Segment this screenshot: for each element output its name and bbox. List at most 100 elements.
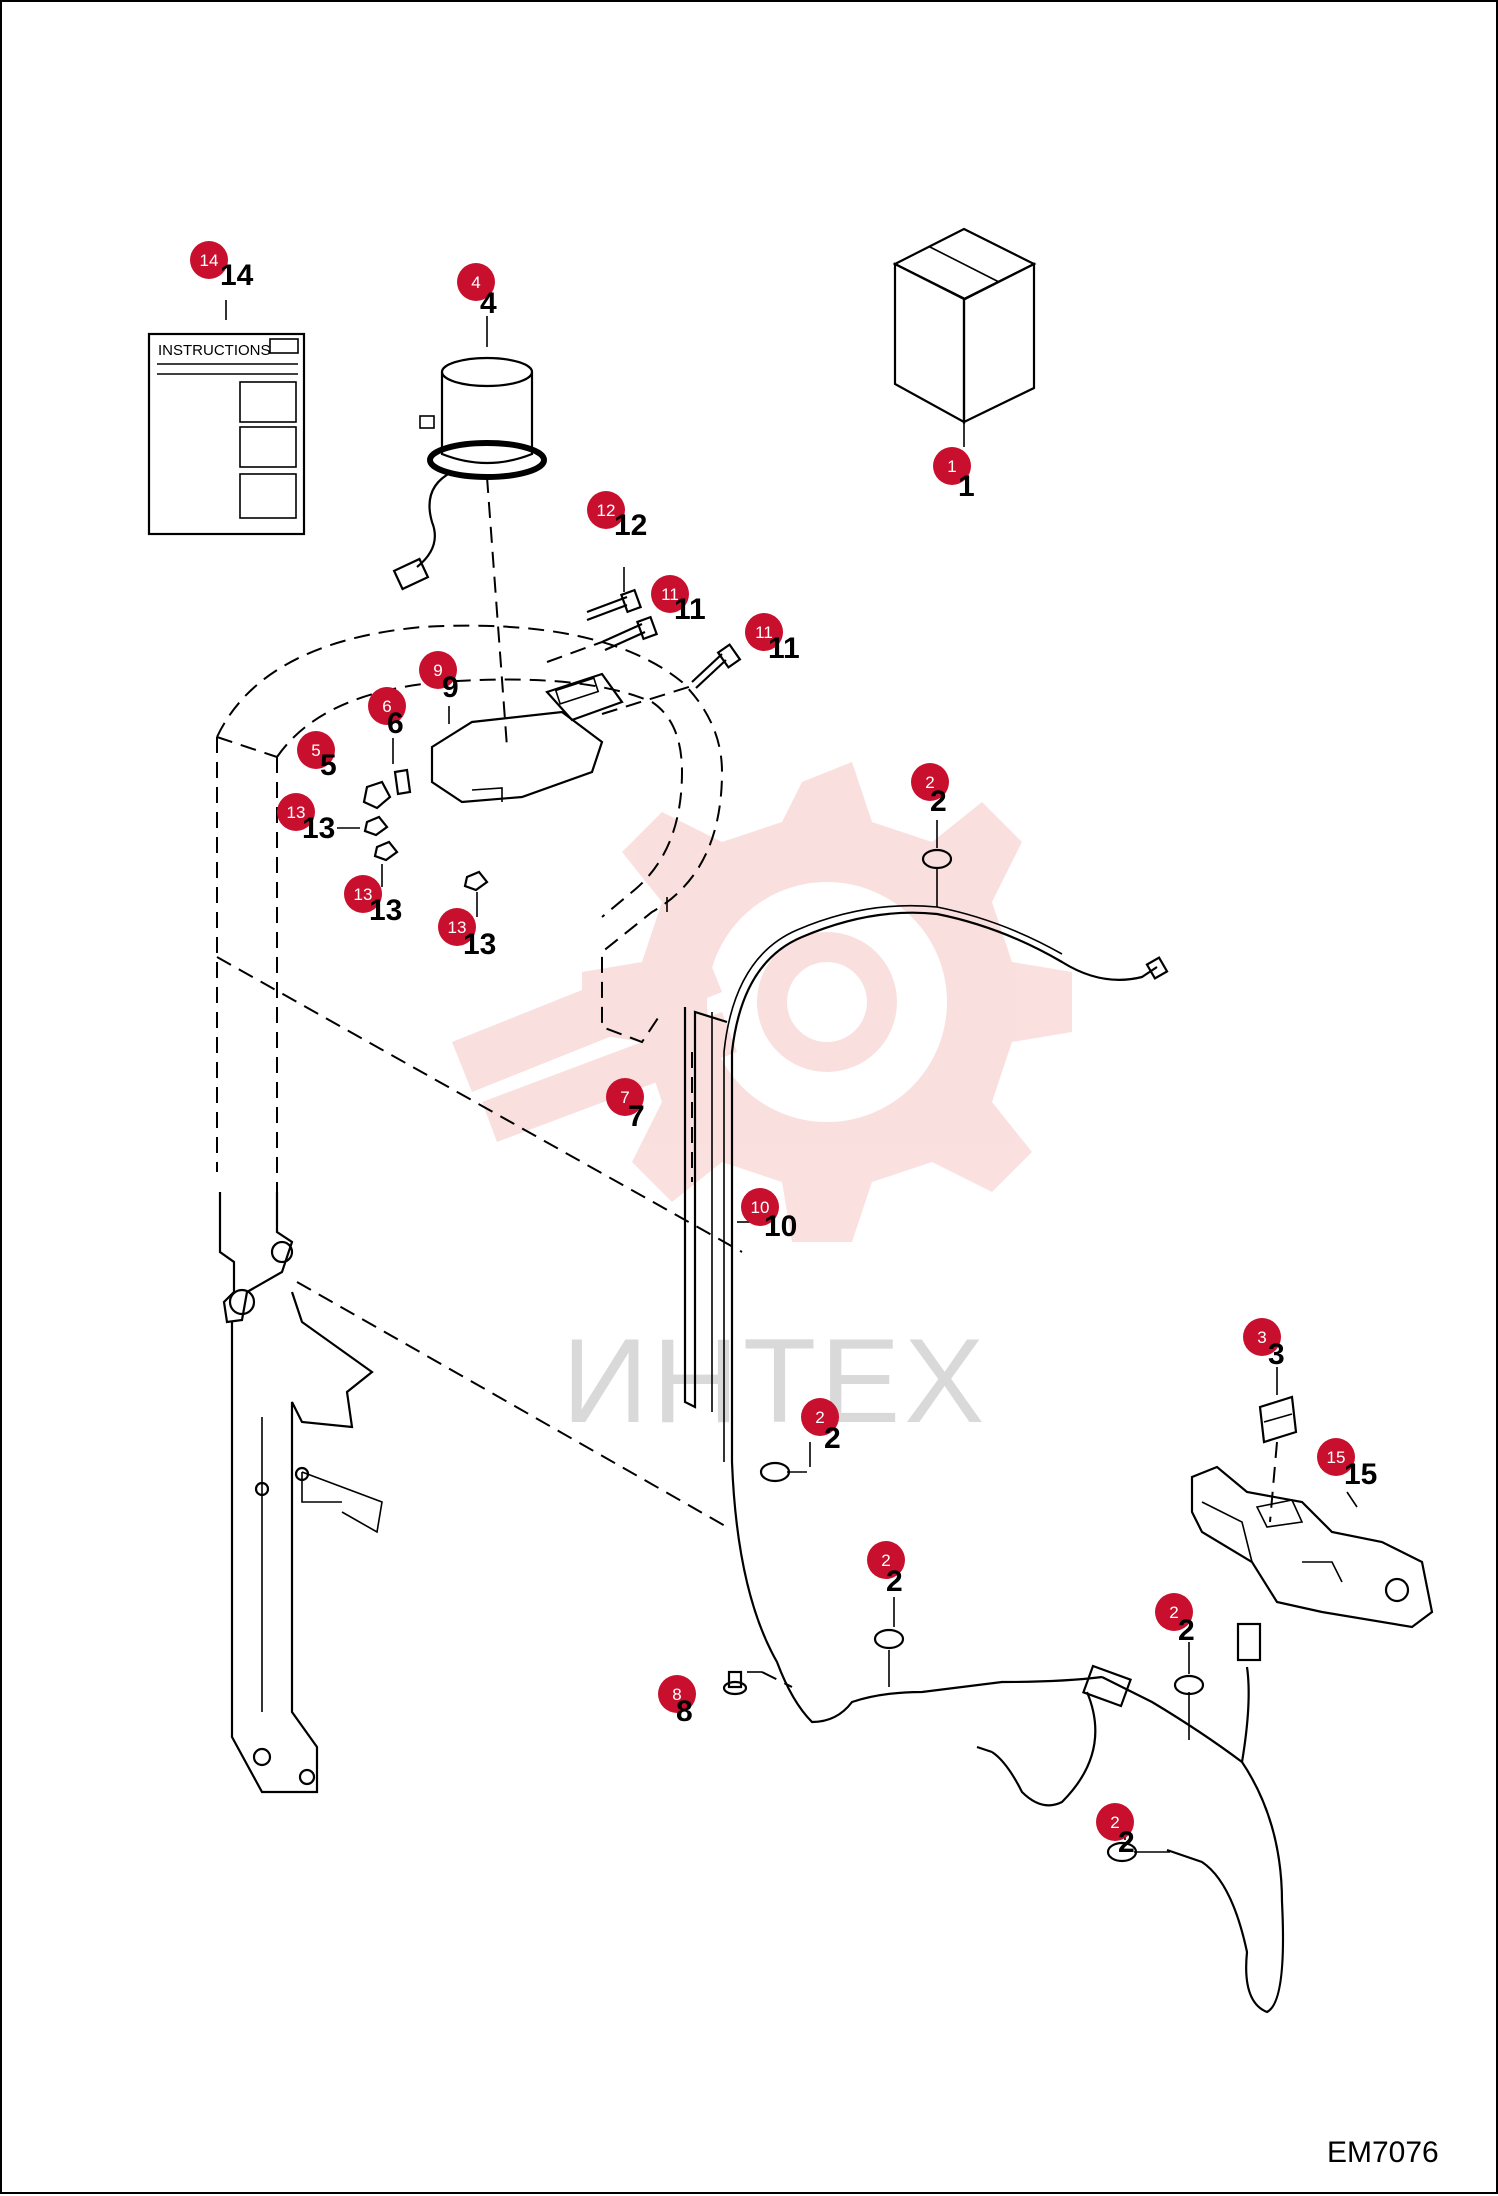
callout-badge-circle [801, 1398, 839, 1436]
callout-badge-label: 14 [200, 251, 219, 270]
callout-badge-circle [651, 575, 689, 613]
callout-badge-circle [911, 763, 949, 801]
part-number-10: 10 [764, 1210, 797, 1243]
callout-badge-label: 2 [1110, 1813, 1119, 1832]
cab-pillar-part [218, 1192, 383, 1794]
callout-badge-label: 5 [311, 741, 320, 760]
callout-badge-4[interactable]: 4 [457, 263, 495, 301]
callout-badge-6[interactable]: 6 [368, 687, 406, 725]
part-number-2d: 2 [1178, 1614, 1195, 1647]
instructions-sheet-part [147, 300, 306, 536]
callout-badge-label: 1 [947, 457, 956, 476]
callout-badge-label: 13 [287, 803, 306, 822]
callout-badge-circle [368, 687, 406, 725]
instructions-label: INSTRUCTIONS [158, 342, 271, 359]
callout-badge-label: 12 [597, 501, 616, 520]
callout-badge-circle [1317, 1438, 1355, 1476]
part-number-11b: 11 [768, 632, 800, 665]
callout-badge-13b[interactable]: 13 [344, 875, 382, 913]
part-number-2b: 2 [824, 1422, 841, 1455]
callout-badge-label: 13 [448, 918, 467, 937]
callout-badge-circle [867, 1541, 905, 1579]
callout-badge-14[interactable]: 14 [190, 241, 228, 279]
callout-badge-2d[interactable]: 2 [1155, 1593, 1193, 1631]
callout-badge-2a[interactable]: 2 [911, 763, 949, 801]
callout-badge-label: 15 [1327, 1448, 1346, 1467]
callout-badge-7[interactable]: 7 [606, 1078, 644, 1116]
beacon-light-part [392, 316, 547, 748]
watermark-text: ИНТЕХ [562, 1314, 988, 1448]
hardware-part [337, 738, 489, 917]
callout-badge-15[interactable]: 15 [1317, 1438, 1355, 1476]
callout-badge-11a[interactable]: 11 [651, 575, 689, 613]
part-number-6: 6 [387, 707, 404, 740]
grommet-part [722, 1670, 793, 1696]
callout-badge-circle [457, 263, 495, 301]
callout-badge-label: 2 [1169, 1603, 1178, 1622]
watermark-gear-icon [452, 762, 1072, 1242]
part-number-14: 14 [220, 259, 254, 292]
callout-badge-circle [297, 731, 335, 769]
switch-part [1258, 1367, 1298, 1523]
part-number-3: 3 [1268, 1338, 1285, 1371]
callout-badge-3[interactable]: 3 [1243, 1318, 1281, 1356]
callout-badge-label: 10 [751, 1198, 770, 1217]
part-number-9: 9 [442, 671, 459, 704]
callout-badge-8[interactable]: 8 [658, 1675, 696, 1713]
callout-badge-11b[interactable]: 11 [745, 613, 783, 651]
callout-badge-label: 7 [620, 1088, 629, 1107]
callout-badge-label: 2 [815, 1408, 824, 1427]
part-number-15: 15 [1344, 1458, 1377, 1491]
callout-badge-13c[interactable]: 13 [438, 908, 476, 946]
callout-badge-label: 8 [672, 1685, 681, 1704]
callout-badge-2e[interactable]: 2 [1096, 1803, 1134, 1841]
callout-badge-label: 11 [661, 585, 679, 604]
part-number-2e: 2 [1118, 1826, 1135, 1859]
callout-badge-1[interactable]: 1 [933, 447, 971, 485]
part-number-1: 1 [958, 470, 975, 503]
cab-frame-outline [216, 624, 743, 1528]
mounting-bracket-part [430, 672, 624, 804]
callout-badge-circle [658, 1675, 696, 1713]
callout-badge-circle [438, 908, 476, 946]
part-number-7: 7 [628, 1100, 645, 1133]
callout-badge-label: 6 [382, 697, 391, 716]
callout-badge-label: 4 [471, 273, 480, 292]
seal-strip-part [683, 1007, 728, 1412]
callout-badge-12[interactable]: 12 [587, 491, 625, 529]
callout-badge-13a[interactable]: 13 [277, 793, 315, 831]
part-number-2c: 2 [886, 1565, 903, 1598]
diagram-reference-code: EM7076 [1327, 2136, 1439, 2169]
callout-badge-10[interactable]: 10 [741, 1188, 779, 1226]
callout-badge-circle [1243, 1318, 1281, 1356]
callout-badge-circle [1096, 1803, 1134, 1841]
callout-badge-circle [606, 1078, 644, 1116]
wire-harness-part [666, 897, 1285, 2014]
part-number-11a: 11 [674, 593, 706, 626]
callout-badge-label: 2 [925, 773, 934, 792]
part-number-2a: 2 [930, 785, 947, 818]
callout-badge-2b[interactable]: 2 [801, 1398, 839, 1436]
callout-badge-circle [933, 447, 971, 485]
callout-badge-circle [745, 613, 783, 651]
clamps-part [759, 820, 1205, 1863]
callout-badge-label: 11 [755, 623, 773, 642]
callout-badge-circle [190, 241, 228, 279]
callout-badge-9[interactable]: 9 [419, 651, 457, 689]
callout-badge-circle [277, 793, 315, 831]
part-number-13b: 13 [369, 894, 402, 927]
part-number-4: 4 [480, 287, 497, 320]
callout-badge-circle [1155, 1593, 1193, 1631]
part-number-5: 5 [320, 749, 337, 782]
part-number-12: 12 [614, 509, 647, 542]
callout-badge-label: 9 [433, 661, 442, 680]
callout-badge-5[interactable]: 5 [297, 731, 335, 769]
callout-badge-circle [344, 875, 382, 913]
bolts-part [546, 567, 742, 715]
part-number-13a: 13 [302, 812, 335, 845]
callout-badge-2c[interactable]: 2 [867, 1541, 905, 1579]
